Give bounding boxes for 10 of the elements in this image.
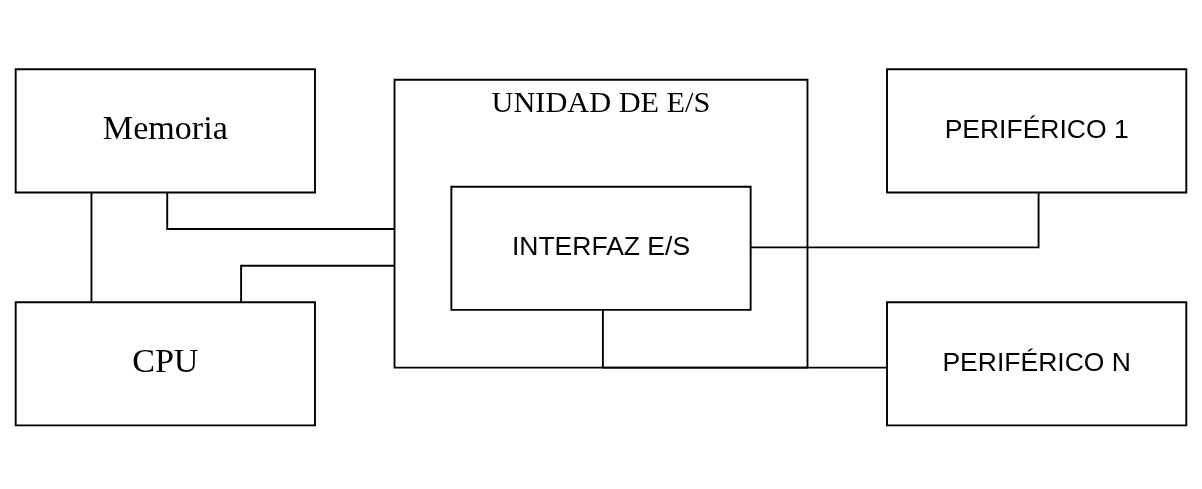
connector — [166, 191, 396, 230]
node-box: Memoria — [14, 67, 316, 193]
connector — [601, 308, 888, 369]
node-box: INTERFAZ E/S — [450, 185, 752, 311]
node-box: PERIFÉRICO N — [886, 300, 1188, 426]
node-box: CPU — [14, 300, 316, 426]
connector — [750, 191, 1040, 248]
connector — [90, 191, 93, 303]
node-box: PERIFÉRICO 1 — [886, 67, 1188, 193]
connector — [240, 264, 396, 303]
